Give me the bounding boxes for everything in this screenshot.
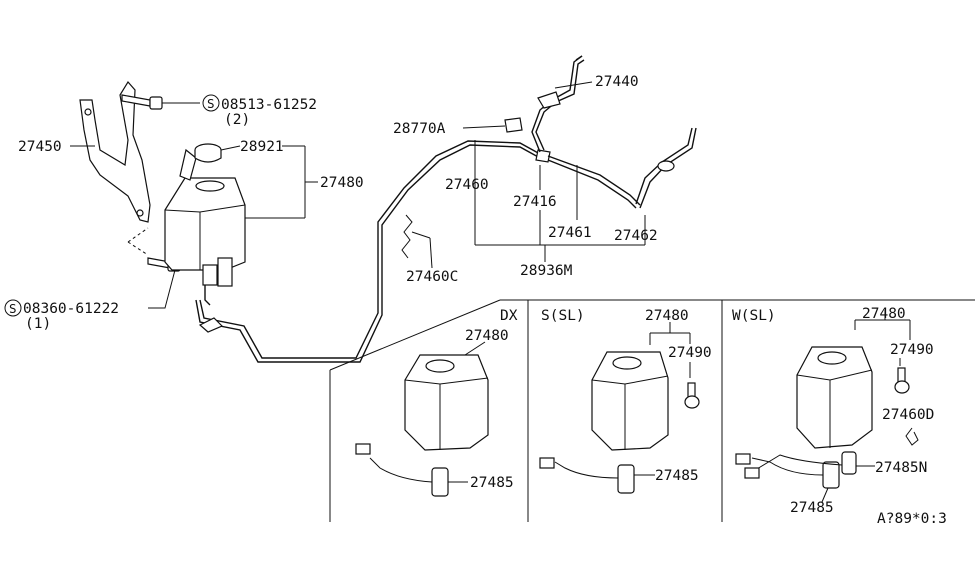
s-symbol-bottom: S [9,301,17,316]
label-s-sensor: 27490 [668,345,712,361]
label-w-clip: 27460D [882,407,934,423]
label-bolt-bottom-qty: (1) [25,316,51,332]
tank-cap [194,143,241,163]
s-tank [539,322,700,494]
label-hose-a: 27460 [445,177,489,193]
label-cap: 28921 [240,139,284,155]
label-bracket: 27450 [18,139,62,155]
tank-leader [245,145,318,219]
label-w-motor-n: 27485N [875,460,927,476]
panel-frames [329,299,975,522]
labels: S 08513-61252 (2) 27450 28921 27480 S 08… [4,74,947,527]
label-hose-c: 27462 [614,228,658,244]
label-w-motor: 27485 [790,500,834,516]
label-s-title: S(SL) [541,308,585,324]
clip-27460c [401,214,433,269]
bolt-top [121,94,200,110]
label-joint: 27416 [513,194,557,210]
label-clip: 27460C [406,269,458,285]
hose-leaders [474,81,646,262]
dx-tank [355,341,489,497]
s-symbol-top: S [207,96,215,111]
w-tank [735,310,919,503]
label-w-tank: 27480 [862,306,906,322]
label-bolt-top-qty: (2) [224,112,250,128]
label-tank-main: 27480 [320,175,364,191]
label-dx-tank: 27480 [465,328,509,344]
label-nozzle: 27440 [595,74,639,90]
label-s-motor: 27485 [655,468,699,484]
diagram-code: A?89*0:3 [877,511,947,527]
hose-run [195,55,697,363]
label-dx-motor: 27485 [470,475,514,491]
label-dx-title: DX [500,308,518,324]
label-w-sensor: 27490 [890,342,934,358]
label-bolt-bottom: 08360-61222 [23,301,119,317]
label-hose-assy: 28936M [520,263,573,279]
label-s-tank: 27480 [645,308,689,324]
bracket [79,80,151,223]
label-w-title: W(SL) [732,308,776,324]
nozzle-27440 [575,55,583,61]
label-grommet: 28770A [393,121,446,137]
main-tank [164,148,246,306]
label-bolt-top: 08513-61252 [221,97,317,113]
label-hose-b: 27461 [548,225,592,241]
